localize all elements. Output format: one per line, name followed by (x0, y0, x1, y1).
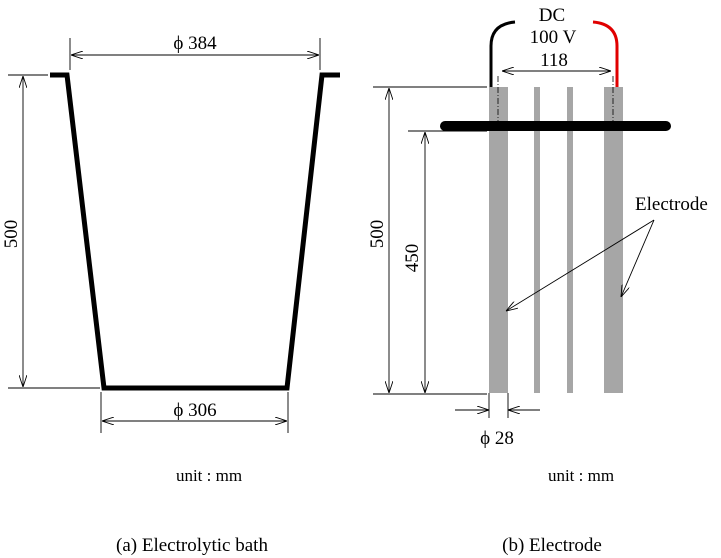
callout-arrow-right (621, 219, 655, 297)
immersed-length-label: 450 (402, 244, 423, 273)
electrode-callout-label: Electrode (635, 194, 708, 215)
inner-plate-left (534, 87, 540, 393)
electrode-panel: DC 100 V 118 500 450 ϕ 28 Electrode (367, 5, 708, 556)
bath-height-label: 500 (1, 220, 22, 249)
bath-unit-label: unit : mm (176, 466, 242, 485)
callout-arrow-left (506, 219, 655, 311)
total-length-label: 500 (367, 220, 388, 249)
bath-top-diameter-label: ϕ 384 (173, 33, 217, 54)
inner-plate-right (567, 87, 573, 393)
positive-lead-wire (592, 20, 619, 88)
negative-lead-wire (489, 20, 516, 88)
electrode-rod-left (489, 87, 508, 393)
electrode-spacing-label: 118 (540, 50, 568, 71)
bath-outline (50, 72, 340, 391)
electrolytic-bath-panel: ϕ 384 500 ϕ 306 unit : mm (a) Electrolyt… (1, 33, 340, 556)
electrode-caption: (b) Electrode (502, 535, 602, 556)
dc-label: DC (539, 5, 565, 26)
electrode-rod-right (604, 87, 623, 393)
voltage-label: 100 V (530, 27, 577, 48)
electrode-unit-label: unit : mm (548, 466, 614, 485)
bath-bottom-diameter-label: ϕ 306 (173, 400, 216, 421)
bath-caption: (a) Electrolytic bath (116, 535, 268, 556)
electrode-diameter-label: ϕ 28 (480, 428, 514, 449)
